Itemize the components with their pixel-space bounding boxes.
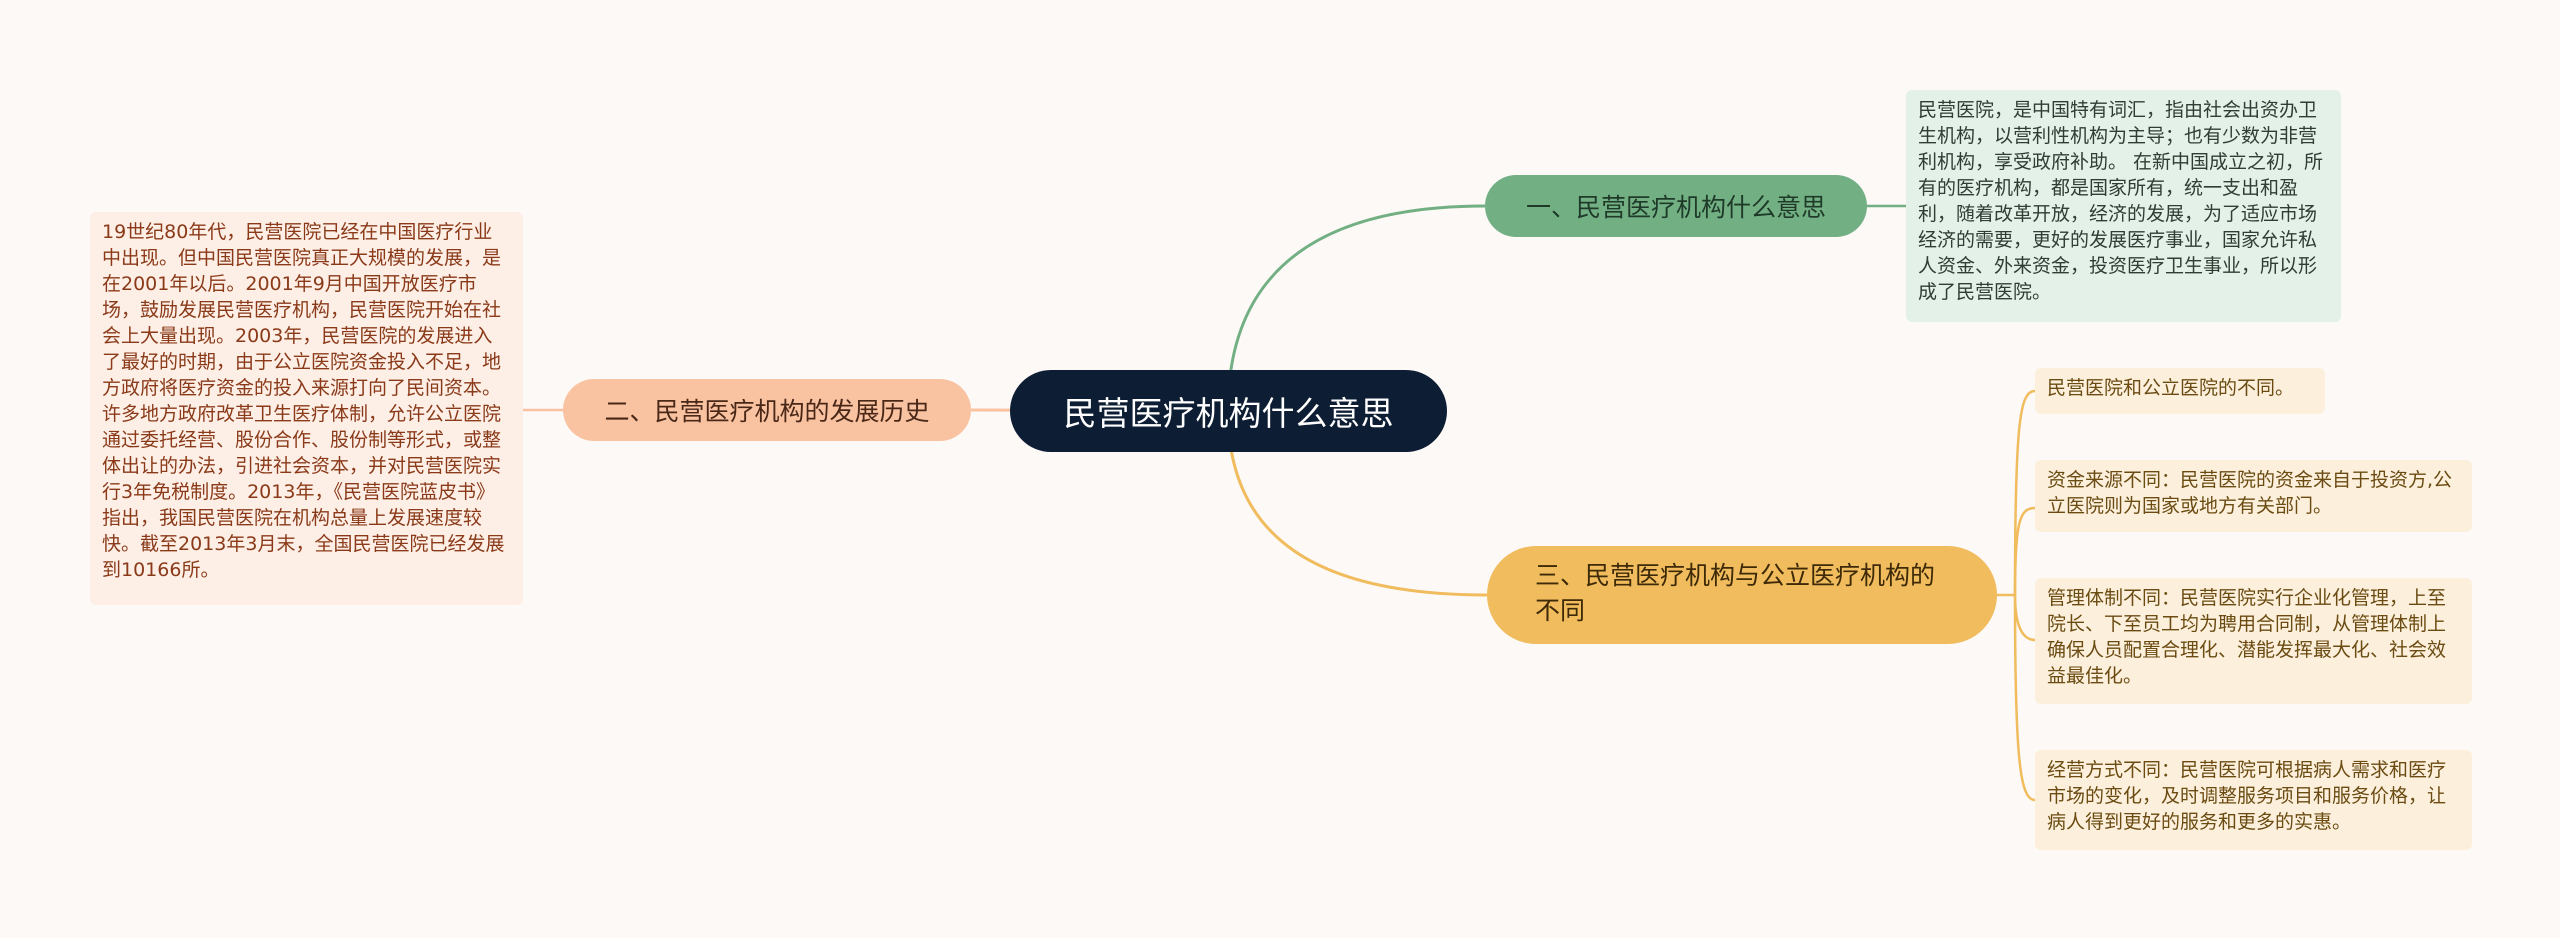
detail-card-branch-3-item-2-text: 资金来源不同：民营医院的资金来自于投资方,公立医院则为国家或地方有关部门。	[2047, 469, 2453, 517]
detail-card-branch-3-item-3[interactable]: 管理体制不同：民营医院实行企业化管理，上至院长、下至员工均为聘用合同制，从管理体…	[2035, 578, 2472, 704]
detail-card-branch-3-item-4-text: 经营方式不同：民营医院可根据病人需求和医疗市场的变化，及时调整服务项目和服务价格…	[2047, 759, 2447, 833]
detail-card-branch-3-item-4[interactable]: 经营方式不同：民营医院可根据病人需求和医疗市场的变化，及时调整服务项目和服务价格…	[2035, 750, 2472, 850]
connector-branch-3-to-detail-3	[2013, 594, 2036, 642]
branch-topic-3[interactable]: 三、民营医疗机构与公立医疗机构的不同	[1487, 546, 1997, 644]
root-topic[interactable]: 民营医疗机构什么意思	[1010, 370, 1447, 452]
detail-card-branch-3-item-3-text: 管理体制不同：民营医院实行企业化管理，上至院长、下至员工均为聘用合同制，从管理体…	[2047, 587, 2447, 687]
connector-branch-3-to-detail-4	[2013, 594, 2036, 802]
connector-root-to-branch-1	[1226, 204, 1486, 412]
detail-card-branch-3-item-1[interactable]: 民营医院和公立医院的不同。	[2035, 368, 2325, 414]
connector-branch-3-to-detail-1	[2013, 389, 2036, 596]
detail-card-branch-1[interactable]: 民营医院，是中国特有词汇，指由社会出资办卫生机构，以营利性机构为主导；也有少数为…	[1906, 90, 2341, 322]
connector-root-to-branch-3	[1226, 410, 1488, 597]
detail-card-branch-3-item-1-text: 民营医院和公立医院的不同。	[2047, 377, 2295, 399]
branch-topic-2[interactable]: 二、民营医疗机构的发展历史	[563, 379, 971, 441]
detail-card-branch-2[interactable]: 19世纪80年代，民营医院已经在中国医疗行业中出现。但中国民营医院真正大规模的发…	[90, 212, 523, 605]
branch-topic-2-label: 二、民营医疗机构的发展历史	[604, 397, 930, 426]
detail-card-branch-3-item-2[interactable]: 资金来源不同：民营医院的资金来自于投资方,公立医院则为国家或地方有关部门。	[2035, 460, 2472, 532]
detail-card-branch-1-text: 民营医院，是中国特有词汇，指由社会出资办卫生机构，以营利性机构为主导；也有少数为…	[1918, 99, 2324, 303]
branch-topic-1[interactable]: 一、民营医疗机构什么意思	[1485, 175, 1867, 237]
root-topic-label: 民营医疗机构什么意思	[1063, 394, 1394, 433]
branch-topic-1-label: 一、民营医疗机构什么意思	[1525, 193, 1826, 222]
branch-topic-3-label: 三、民营医疗机构与公立医疗机构的不同	[1535, 561, 1936, 625]
connector-branch-3-to-detail-2	[2013, 506, 2036, 596]
detail-card-branch-2-text: 19世纪80年代，民营医院已经在中国医疗行业中出现。但中国民营医院真正大规模的发…	[102, 221, 505, 581]
